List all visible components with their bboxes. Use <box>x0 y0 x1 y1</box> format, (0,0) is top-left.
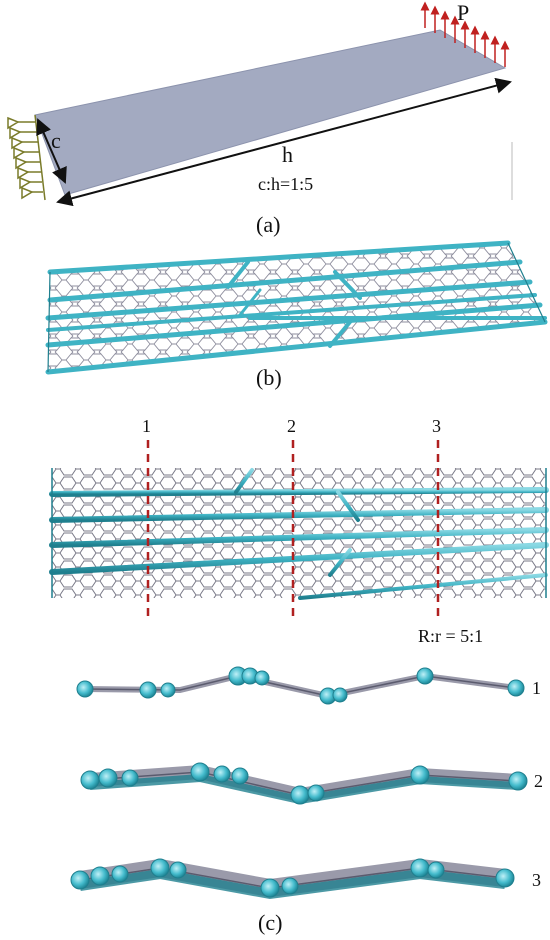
cross-section-label-1: 1 <box>532 678 541 698</box>
cross-section-1: 1 <box>76 666 541 705</box>
panel-b: (b) <box>45 240 548 390</box>
plate <box>34 29 507 196</box>
length-dimension <box>56 77 512 207</box>
ratio-label-a: c:h=1:5 <box>258 174 313 194</box>
section-label-1: 1 <box>142 416 151 436</box>
cross-section-3: 3 <box>70 858 541 900</box>
section-label-3: 3 <box>432 416 441 436</box>
mesh-edges <box>47 242 546 373</box>
caption-a: (a) <box>256 212 280 237</box>
mesh-edges-top <box>51 468 547 598</box>
tube-skeleton <box>45 240 548 375</box>
panel-a: P c h c:h=1:5 (a) <box>7 0 513 237</box>
width-label: c <box>51 128 61 153</box>
honeycomb-mesh <box>48 243 545 372</box>
caption-b: (b) <box>256 365 282 390</box>
panel-c-top: 1 2 3 R:r = 5:1 <box>49 416 549 646</box>
cross-section-2: 2 <box>80 762 543 805</box>
length-label: h <box>282 142 293 167</box>
cross-section-label-3: 3 <box>532 870 541 890</box>
ratio-label-c: R:r = 5:1 <box>418 626 483 646</box>
section-label-2: 2 <box>287 416 296 436</box>
load-arrows <box>420 1 510 67</box>
caption-c: (c) <box>258 910 282 935</box>
cut-lines <box>146 440 440 620</box>
load-label: P <box>457 0 469 25</box>
cross-section-label-2: 2 <box>534 771 543 791</box>
tube-skeleton-top <box>49 465 549 601</box>
